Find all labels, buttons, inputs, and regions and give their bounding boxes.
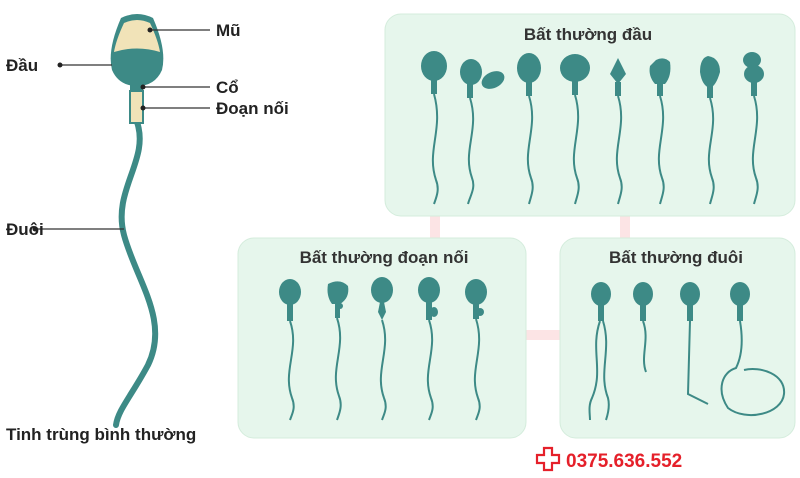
- panel-midpiece-title: Bất thường đoạn nối: [300, 248, 469, 267]
- tail-abnormal-sperm: [588, 282, 611, 421]
- normal-sperm: [110, 14, 164, 428]
- label-tail: Đuôi: [6, 220, 44, 239]
- midpiece-abnormal-sperm: [465, 279, 487, 421]
- label-midpiece: Đoạn nối: [216, 99, 289, 118]
- panel-head-title: Bất thường đầu: [524, 25, 652, 44]
- head-abnormal-sperm: [649, 58, 671, 205]
- panel-midpiece-abnormal: [237, 237, 527, 439]
- head-abnormal-sperm: [517, 53, 541, 205]
- head-abnormal-sperm: [421, 51, 447, 205]
- head-abnormal-sperm: [610, 58, 626, 205]
- tail-abnormal-sperm: [680, 282, 709, 405]
- panel-tail-abnormal: [559, 237, 796, 439]
- head-abnormal-sperm: [560, 54, 590, 205]
- tail-abnormal-sperm: [633, 282, 653, 373]
- panel-tail-title: Bất thường đuôi: [609, 248, 743, 267]
- normal-sperm-tail: [113, 119, 159, 428]
- panel-head-abnormal: [384, 13, 796, 217]
- head-abnormal-sperm: [743, 52, 764, 205]
- midpiece-abnormal-sperm: [418, 277, 440, 421]
- normal-sperm-neck: [130, 83, 143, 92]
- normal-sperm-labels: [35, 29, 210, 230]
- tail-abnormal-sperms: [588, 282, 786, 421]
- midpiece-abnormal-sperm: [279, 279, 301, 421]
- label-head: Đầu: [6, 56, 38, 75]
- tail-abnormal-sperm: [720, 282, 786, 417]
- normal-sperm-caption: Tinh trùng bình thường: [6, 425, 196, 444]
- medical-cross-icon: [535, 446, 561, 472]
- midpiece-abnormal-sperm: [371, 277, 393, 421]
- head-abnormal-sperms: [421, 51, 764, 205]
- midpiece-abnormal-sperm: [327, 281, 349, 421]
- label-cap: Mũ: [216, 21, 241, 40]
- phone-number: 0375.636.552: [566, 451, 682, 472]
- midpiece-abnormal-sperms: [279, 277, 487, 421]
- head-abnormal-sperm: [460, 59, 505, 205]
- head-abnormal-sperm: [700, 56, 720, 205]
- label-neck: Cổ: [216, 78, 239, 97]
